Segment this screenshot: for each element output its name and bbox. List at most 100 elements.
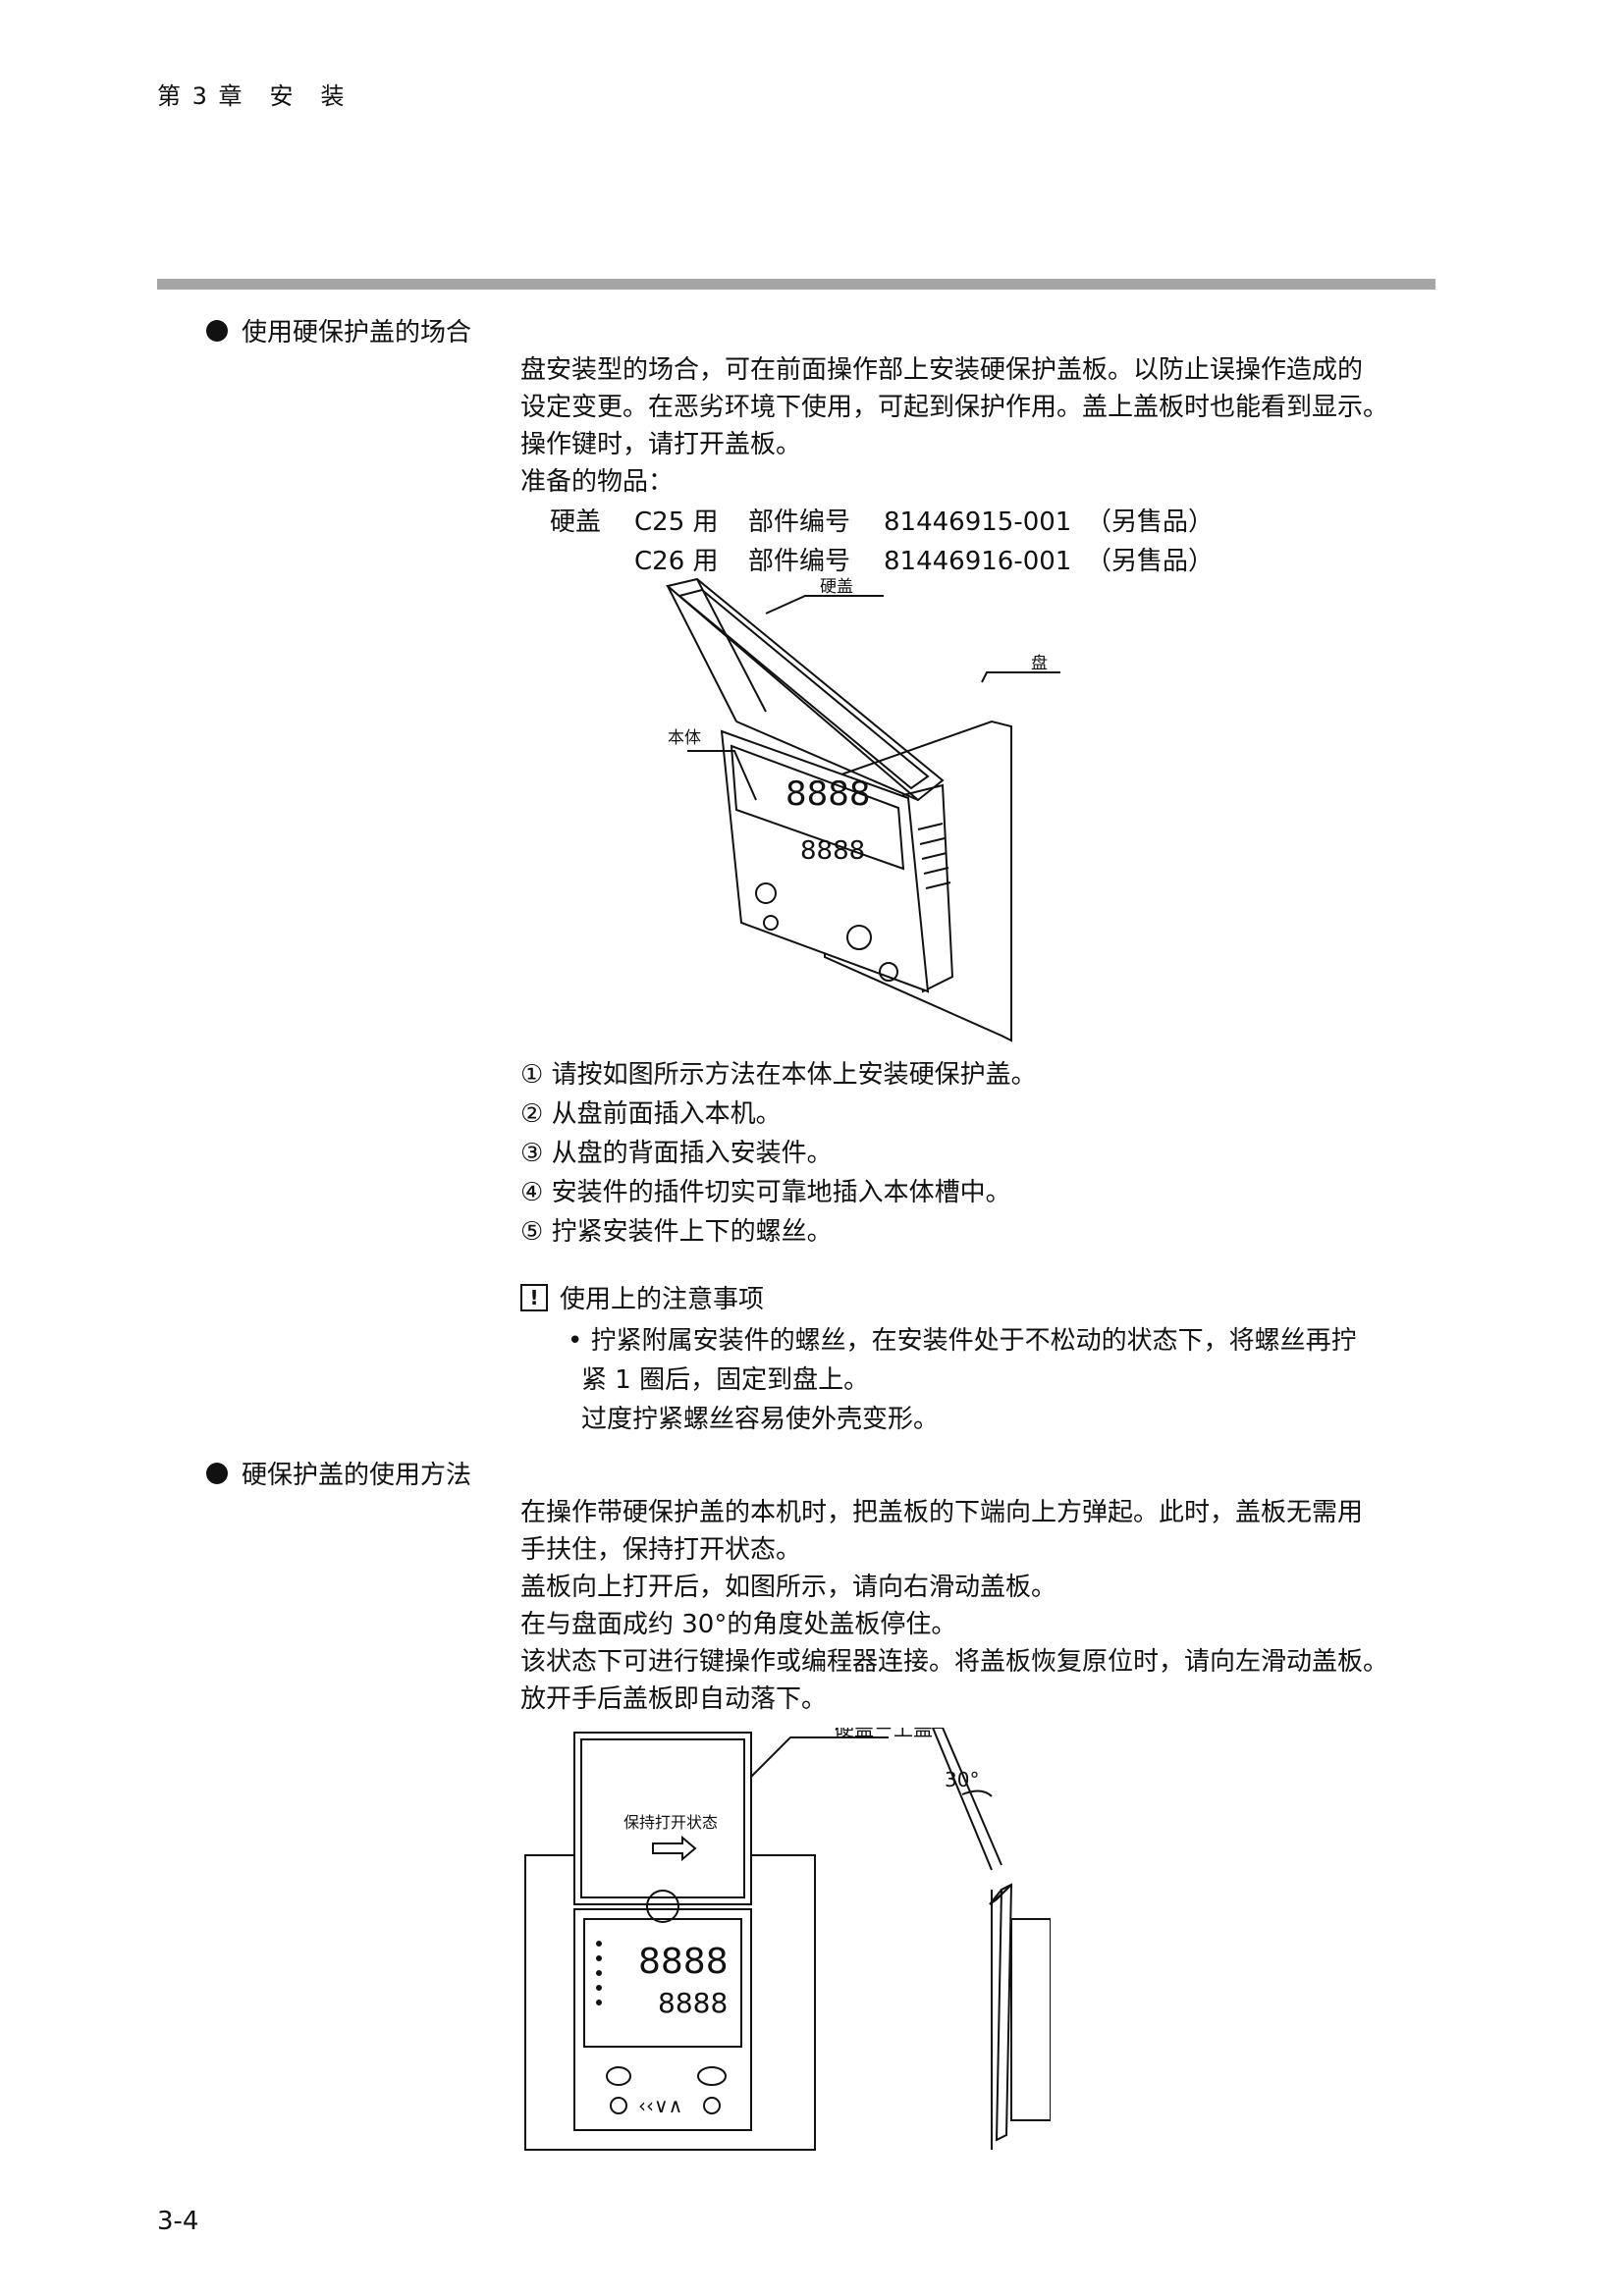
caution-heading: ! 使用上的注意事项 — [520, 1279, 764, 1315]
label-keep-open: 保持打开状态 — [623, 1813, 718, 1832]
paragraph-line: 放开手后盖板即自动落下。 — [520, 1684, 828, 1714]
display-digits-lower: 8888 — [800, 836, 865, 866]
display-panel — [583, 1918, 742, 2048]
indicator-dot — [596, 1941, 602, 1947]
arrow-right-icon — [652, 1835, 697, 1862]
step-item: ③ 从盘的背面插入安装件。 — [520, 1139, 833, 1168]
section-divider — [157, 279, 1435, 290]
upper-cover-inner — [580, 1738, 745, 1898]
page-number: 3-4 — [157, 2207, 199, 2236]
cover-edge — [696, 578, 767, 713]
key-circle — [846, 925, 872, 950]
part-item — [550, 542, 634, 581]
section2-heading: 硬保护盖的使用方法 — [206, 1455, 471, 1491]
leader-body — [687, 750, 757, 801]
paragraph-line: 操作键时，请打开盖板。 — [520, 430, 802, 459]
indicator-dot — [596, 1955, 602, 1961]
part-model: C25 用 — [634, 507, 719, 537]
section2-heading-text: 硬保护盖的使用方法 — [242, 1461, 472, 1490]
part-note: （另售品） — [1086, 507, 1215, 537]
arrow-keys: ‹‹∨∧ — [638, 2094, 682, 2117]
chapter-header: 第 3 章 安 装 — [157, 82, 347, 110]
paragraph-line: 该状态下可进行键操作或编程器连接。将盖板恢复原位时，请向左滑动盖板。 — [520, 1647, 1389, 1677]
section1-heading: 使用硬保护盖的场合 — [206, 312, 471, 348]
caution-line: • 拧紧附属安装件的螺丝，在安装件处于不松动的状态下，将螺丝再拧 — [568, 1326, 1357, 1356]
parts-row: C26 用 部件编号 81446916-001 （另售品） — [550, 542, 1214, 581]
upper-cover — [573, 1732, 752, 1905]
part-model: C26 用 — [634, 547, 719, 576]
leader-cover — [765, 595, 884, 614]
vent-line — [923, 867, 949, 875]
part-item: 硬盖 — [550, 507, 602, 537]
paragraph-line: 在与盘面成约 30°的角度处盖板停住。 — [520, 1610, 957, 1639]
side-bracket — [995, 1883, 1013, 2142]
section1-heading-text: 使用硬保护盖的场合 — [242, 318, 472, 347]
side-edge — [995, 1889, 1007, 1900]
step-item: ⑤ 拧紧安装件上下的螺丝。 — [520, 1217, 833, 1247]
side-body — [1010, 1918, 1051, 2121]
section1-paragraph: 盘安装型的场合，可在前面操作部上安装硬保护盖板。以防止误操作造成的 设定变更。在… — [520, 351, 1388, 501]
key-circle — [879, 962, 898, 982]
vent-line — [925, 881, 951, 889]
bullet-icon — [206, 1462, 228, 1484]
part-number: 81446916-001 — [884, 547, 1072, 576]
part-label: 部件编号 — [748, 547, 851, 576]
display-digits: 8888 — [785, 774, 871, 814]
key-circle — [703, 2097, 721, 2114]
key-oval — [697, 2066, 727, 2086]
step-item: ① 请按如图所示方法在本体上安装硬保护盖。 — [520, 1060, 1037, 1090]
caution-line: 过度拧紧螺丝容易使外壳变形。 — [581, 1405, 940, 1434]
indicator-dot — [596, 1970, 602, 1976]
caution-title: 使用上的注意事项 — [560, 1285, 765, 1314]
caution-line: 紧 1 圈后，固定到盘上。 — [581, 1365, 870, 1395]
caution-body: • 拧紧附属安装件的螺丝，在安装件处于不松动的状态下，将螺丝再拧 紧 1 圈后，… — [568, 1321, 1357, 1439]
display-area — [730, 744, 905, 871]
indicator-dot — [596, 2000, 602, 2005]
body-front — [720, 729, 930, 993]
hinge-detail — [646, 1890, 679, 1923]
key-oval — [606, 2066, 631, 2086]
section2-paragraph: 在操作带硬保护盖的本机时，把盖板的下端向上方弹起。此时，盖板无需用 手扶住，保持… — [520, 1494, 1388, 1718]
indicator-dot — [596, 1985, 602, 1991]
paragraph-line: 在操作带硬保护盖的本机时，把盖板的下端向上方弹起。此时，盖板无需用 — [520, 1498, 1364, 1527]
install-steps: ① 请按如图所示方法在本体上安装硬保护盖。 ② 从盘前面插入本机。 ③ 从盘的背… — [520, 1055, 1037, 1252]
cover-edge — [735, 721, 919, 801]
side-lid-base — [989, 1884, 1012, 1905]
part-number: 81446915-001 — [884, 507, 1072, 537]
step-item: ② 从盘前面插入本机。 — [520, 1099, 782, 1129]
cover-edge — [667, 585, 737, 722]
caution-icon: ! — [520, 1283, 548, 1311]
key-circle — [610, 2097, 627, 2114]
display-digits: 8888 — [638, 1942, 729, 1982]
key-circle — [763, 915, 779, 931]
paragraph-line: 盘安装型的场合，可在前面操作部上安装硬保护盖板。以防止误操作造成的 — [520, 355, 1364, 385]
vent-line — [919, 837, 946, 845]
paragraph-line: 手扶住，保持打开状态。 — [520, 1535, 802, 1565]
step-item: ④ 安装件的插件切实可靠地插入本体槽中。 — [520, 1178, 1011, 1207]
parts-row: 硬盖 C25 用 部件编号 81446915-001 （另售品） — [550, 503, 1214, 542]
parts-list: 硬盖 C25 用 部件编号 81446915-001 （另售品） C26 用 部… — [550, 503, 1214, 581]
paragraph-line: 设定变更。在恶劣环境下使用，可起到保护作用。盖上盖板时也能看到显示。 — [520, 393, 1389, 422]
label-body: 本体 — [668, 728, 701, 748]
paragraph-line: 准备的物品： — [520, 467, 675, 497]
body-front — [573, 1908, 752, 2131]
label-cover: 硬盖 — [820, 577, 853, 597]
display-digits-lower: 8888 — [658, 1987, 728, 2019]
leader-panel — [981, 671, 1060, 683]
label-angle: 30° — [945, 1768, 979, 1791]
part-label: 部件编号 — [748, 507, 851, 537]
angle-arc — [961, 1789, 993, 1797]
cover-outline — [665, 577, 945, 802]
side-lid — [931, 1728, 1002, 1871]
key-circle — [755, 882, 777, 904]
part-note: （另售品） — [1086, 547, 1215, 576]
cover-open-front-figure: 保持打开状态 8888 8888 ‹‹∨∧ 硬盖－上盖 30° — [524, 1728, 1051, 2151]
vent-line — [921, 852, 947, 860]
leader-upper-cover — [750, 1736, 889, 1778]
vent-line — [917, 823, 944, 830]
bullet-icon — [206, 319, 228, 342]
cover-installation-figure: 8888 8888 硬盖 盘 本体 — [665, 577, 1060, 1042]
label-upper-cover: 硬盖－上盖 — [835, 1728, 933, 1740]
cover-inner — [677, 588, 930, 790]
paragraph-line: 盖板向上打开后，如图所示，请向右滑动盖板。 — [520, 1573, 1057, 1602]
